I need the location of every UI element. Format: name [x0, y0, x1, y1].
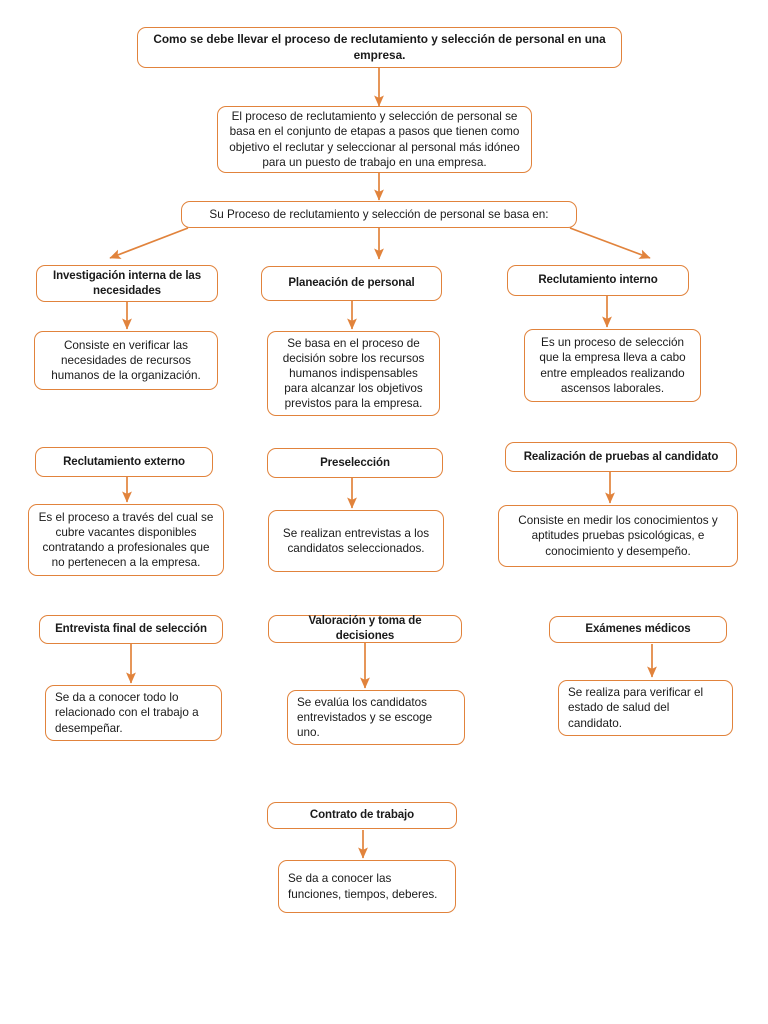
node-step-4-heading[interactable]: Reclutamiento externo — [35, 447, 213, 477]
node-step-8-heading-text: Valoración y toma de decisiones — [308, 615, 422, 642]
node-step-10-heading[interactable]: Contrato de trabajo — [267, 802, 457, 829]
node-step-1-body[interactable]: Consiste en verificar las necesidades de… — [34, 331, 218, 390]
node-title-text: Como se debe llevar el proceso de reclut… — [153, 32, 606, 62]
node-step-7-body[interactable]: Se da a conocer todo lo relacionado con … — [45, 685, 222, 741]
node-step-8-body[interactable]: Se evalúa los candidatos entrevistados y… — [287, 690, 465, 745]
node-step-10-body-text: Se da a conocer las funciones, tiempos, … — [288, 872, 438, 901]
node-definition-text: El proceso de reclutamiento y selección … — [229, 110, 520, 169]
node-step-2-heading[interactable]: Planeación de personal — [261, 266, 442, 301]
node-step-2-body[interactable]: Se basa en el proceso de decisión sobre … — [267, 331, 440, 416]
node-step-1-heading-text: Investigación interna de las necesidades — [52, 269, 202, 297]
node-step-2-heading-text: Planeación de personal — [288, 277, 415, 290]
node-step-6-body-text: Consiste en medir los conocimientos y ap… — [518, 514, 718, 558]
node-step-2-body-text: Se basa en el proceso de decisión sobre … — [282, 336, 425, 411]
node-step-3-body[interactable]: Es un proceso de selección que la empres… — [524, 329, 701, 402]
connector-branch-to-step-3 — [569, 227, 651, 259]
node-step-8-heading[interactable]: Valoración y toma de decisiones — [268, 615, 462, 643]
node-step-6-heading[interactable]: Realización de pruebas al candidato — [505, 442, 737, 472]
node-branch-header-text: Su Proceso de reclutamiento y selección … — [209, 207, 549, 221]
node-step-1-heading[interactable]: Investigación interna de las necesidades — [36, 265, 218, 302]
node-step-7-body-text: Se da a conocer todo lo relacionado con … — [55, 691, 199, 735]
node-step-9-body[interactable]: Se realiza para verificar el estado de s… — [558, 680, 733, 736]
node-step-4-heading-text: Reclutamiento externo — [63, 455, 185, 468]
node-step-5-heading[interactable]: Preselección — [267, 448, 443, 478]
node-step-3-body-text: Es un proceso de selección que la empres… — [539, 336, 686, 395]
node-step-5-body[interactable]: Se realizan entrevistas a los candidatos… — [268, 510, 444, 572]
node-step-6-body[interactable]: Consiste en medir los conocimientos y ap… — [498, 505, 738, 567]
node-step-7-heading-text: Entrevista final de selección — [55, 623, 207, 636]
node-step-5-body-text: Se realizan entrevistas a los candidatos… — [282, 526, 430, 555]
node-step-10-body[interactable]: Se da a conocer las funciones, tiempos, … — [278, 860, 456, 913]
node-step-5-heading-text: Preselección — [320, 456, 390, 469]
connector-branch-to-step-1 — [109, 227, 189, 259]
node-step-4-body[interactable]: Es el proceso a través del cual se cubre… — [28, 504, 224, 576]
node-step-1-body-text: Consiste en verificar las necesidades de… — [51, 338, 201, 383]
node-step-3-heading[interactable]: Reclutamiento interno — [507, 265, 689, 296]
node-step-4-body-text: Es el proceso a través del cual se cubre… — [38, 510, 214, 570]
node-step-10-heading-text: Contrato de trabajo — [309, 809, 415, 822]
node-step-3-heading-text: Reclutamiento interno — [538, 274, 658, 287]
node-step-6-heading-text: Realización de pruebas al candidato — [523, 450, 719, 463]
node-definition[interactable]: El proceso de reclutamiento y selección … — [217, 106, 532, 173]
node-title[interactable]: Como se debe llevar el proceso de reclut… — [137, 27, 622, 68]
node-step-9-body-text: Se realiza para verificar el estado de s… — [568, 686, 704, 730]
node-step-9-heading[interactable]: Exámenes médicos — [549, 616, 727, 643]
node-step-8-body-text: Se evalúa los candidatos entrevistados y… — [297, 695, 433, 740]
node-step-7-heading[interactable]: Entrevista final de selección — [39, 615, 223, 644]
node-step-9-heading-text: Exámenes médicos — [585, 623, 691, 636]
node-branch-header[interactable]: Su Proceso de reclutamiento y selección … — [181, 201, 577, 228]
